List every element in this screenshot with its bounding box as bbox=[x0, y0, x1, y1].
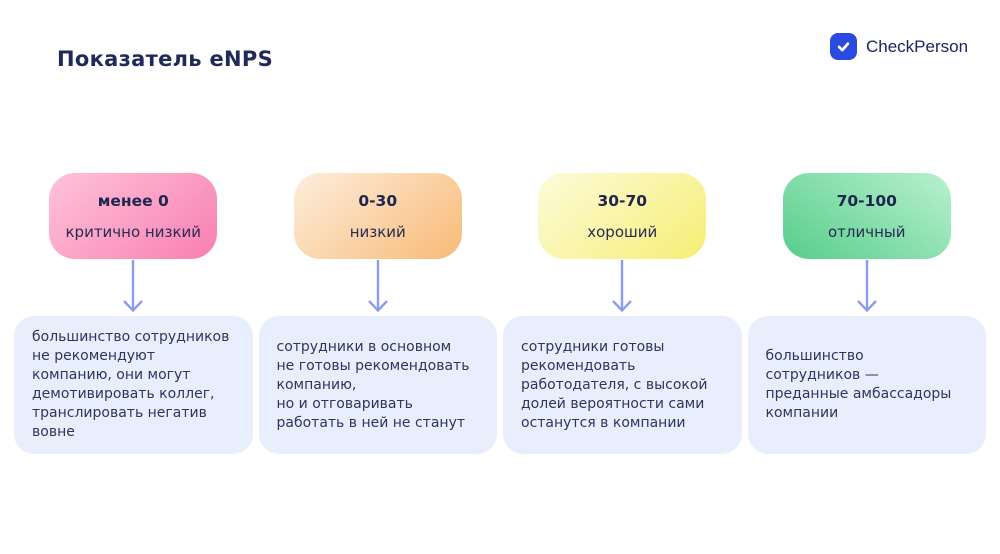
range-card: 0-30 низкий bbox=[293, 173, 462, 259]
range-card: 70-100 отличный bbox=[782, 173, 951, 259]
description-text: сотрудники в основном не готовы рекоменд… bbox=[276, 338, 470, 431]
description-box: сотрудники в основном не готовы рекоменд… bbox=[258, 316, 497, 454]
range-card: 30-70 хороший bbox=[538, 173, 707, 259]
range-value: 0-30 bbox=[358, 191, 398, 210]
range-value: менее 0 bbox=[97, 191, 169, 210]
scale-column: 0-30 низкий сотрудники в основном не гот… bbox=[258, 173, 497, 454]
page-title: Показатель eNPS bbox=[57, 47, 274, 71]
description-text: большинство сотрудников — преданные амба… bbox=[765, 348, 952, 421]
description-box: большинство сотрудников не рекомендуют к… bbox=[14, 316, 253, 454]
enps-scale: менее 0 критично низкий большинство сотр… bbox=[14, 173, 986, 454]
description-box: сотрудники готовы рекомендовать работода… bbox=[503, 316, 742, 454]
description-text: большинство сотрудников не рекомендуют к… bbox=[32, 329, 230, 440]
down-arrow-icon bbox=[120, 259, 146, 316]
range-value: 30-70 bbox=[597, 191, 648, 210]
range-label: критично низкий bbox=[65, 222, 202, 241]
brand-name: CheckPerson bbox=[866, 36, 969, 56]
description-box: большинство сотрудников — преданные амба… bbox=[747, 316, 986, 454]
brand-check-icon bbox=[830, 33, 857, 60]
brand-logo: CheckPerson bbox=[830, 33, 968, 60]
range-card: менее 0 критично низкий bbox=[49, 173, 218, 259]
range-label: хороший bbox=[587, 222, 658, 241]
range-label: отличный bbox=[827, 222, 906, 241]
range-value: 70-100 bbox=[836, 191, 897, 210]
scale-column: 70-100 отличный большинство сотрудников … bbox=[747, 173, 986, 454]
range-label: низкий bbox=[349, 222, 406, 241]
down-arrow-icon bbox=[854, 259, 880, 316]
scale-column: 30-70 хороший сотрудники готовы рекоменд… bbox=[503, 173, 742, 454]
description-text: сотрудники готовы рекомендовать работода… bbox=[521, 338, 708, 431]
down-arrow-icon bbox=[609, 259, 635, 316]
scale-column: менее 0 критично низкий большинство сотр… bbox=[14, 173, 253, 454]
down-arrow-icon bbox=[365, 259, 391, 316]
